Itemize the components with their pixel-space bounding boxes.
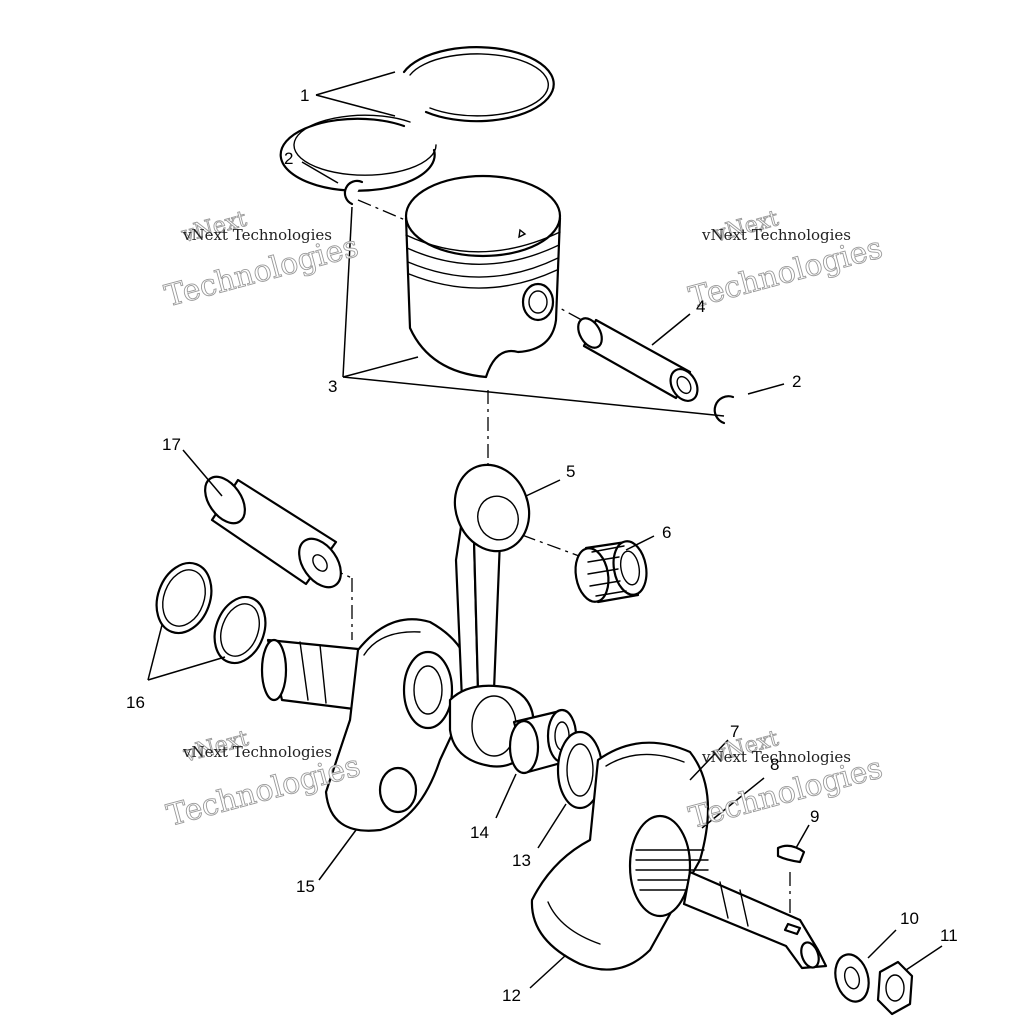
watermark-top-right: vNext Technologies [685, 206, 887, 316]
callout-13: 13 [512, 851, 531, 870]
watermark-label-top-right: vNext Technologies [701, 226, 851, 244]
callout-12: 12 [502, 986, 521, 1005]
watermark-label-bottom-right: vNext Technologies [701, 748, 851, 766]
callout-labels: 1 2 2 3 4 5 6 7 8 9 10 11 12 13 14 15 16… [126, 86, 958, 1005]
callout-3: 3 [328, 377, 337, 396]
callout-14: 14 [470, 823, 489, 842]
needle-bearing [574, 540, 648, 604]
callout-17: 17 [162, 435, 181, 454]
watermark-label-top-left: vNext Technologies [182, 226, 332, 244]
piston-pin [577, 317, 699, 402]
callout-7: 7 [730, 722, 739, 741]
connecting-rod [448, 463, 535, 768]
callout-4: 4 [696, 297, 705, 316]
woodruff-key [776, 844, 806, 864]
callout-6: 6 [662, 523, 671, 542]
washer [834, 953, 870, 1003]
main-bearing [508, 708, 578, 775]
seal-rings [155, 561, 267, 665]
callout-11: 11 [940, 926, 958, 945]
crankshaft-right-half [530, 741, 828, 971]
callout-10: 10 [900, 909, 919, 928]
leader-lines [147, 71, 943, 989]
piston-rings [279, 46, 555, 192]
callout-2-right: 2 [792, 372, 801, 391]
hex-nut [876, 960, 914, 1016]
crankpin [204, 475, 342, 589]
watermark-label-bottom-left: vNext Technologies [182, 743, 332, 761]
callout-8: 8 [770, 755, 779, 774]
crankshaft-left-half [260, 618, 472, 832]
circlip-right [713, 395, 735, 425]
callout-5: 5 [566, 462, 575, 481]
circlip-left [343, 179, 364, 206]
callout-15: 15 [296, 877, 315, 896]
callout-16: 16 [126, 693, 145, 712]
callout-1: 1 [300, 86, 309, 105]
piston [404, 174, 562, 379]
callout-9: 9 [810, 807, 819, 826]
watermark-top-left: vNext Technologies [161, 206, 363, 314]
callout-2-left: 2 [284, 149, 293, 168]
